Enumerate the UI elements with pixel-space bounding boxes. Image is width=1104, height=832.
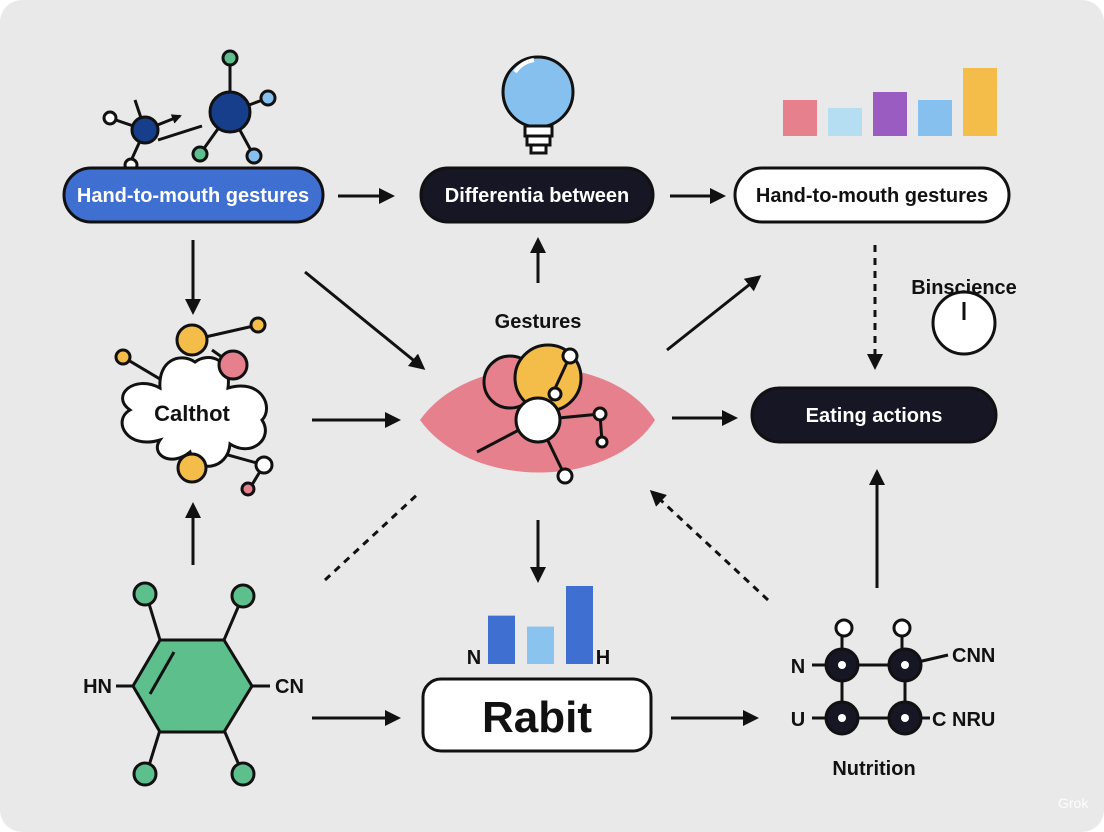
flow-arrows xyxy=(185,188,885,726)
bar xyxy=(963,68,997,136)
bar-chart-bottom-center xyxy=(488,586,593,664)
calthot-node: Calthot xyxy=(114,316,274,497)
hex-label-right: CN xyxy=(275,676,304,698)
nutrition-label: Nutrition xyxy=(832,758,915,780)
rabit-label: Rabit xyxy=(482,693,592,742)
bar-label-right: H xyxy=(596,647,610,669)
rabit-group: N H Rabit xyxy=(421,586,653,753)
bar-chart-top-right xyxy=(783,68,997,136)
rabit-box xyxy=(421,677,653,753)
pill-eating-actions: Eating actions xyxy=(750,386,998,444)
nutrition-molecule: N U CNN C NRU Nutrition xyxy=(791,618,995,780)
bar xyxy=(918,100,952,136)
bar xyxy=(828,108,862,136)
grid-label-right-bottom-prefix: C xyxy=(932,709,946,731)
pill-hand-to-mouth-left: Hand-to-mouth gestures xyxy=(62,166,325,224)
gestures-eye-node: Gestures xyxy=(420,311,655,485)
bar xyxy=(488,615,515,664)
pill-label: Differentia between xyxy=(445,185,629,207)
bar xyxy=(873,92,907,136)
center-label: Gestures xyxy=(495,311,582,333)
pill-differentia-between: Differentia between xyxy=(419,166,655,224)
timer-icon xyxy=(931,290,997,356)
node-label: Calthot xyxy=(154,401,230,426)
molecule-atoms xyxy=(102,49,277,173)
pill-label: Eating actions xyxy=(806,405,943,427)
pill-hand-to-mouth-right: Hand-to-mouth gestures xyxy=(733,166,1011,224)
bar xyxy=(783,100,817,136)
grid-label-right-bottom: NRU xyxy=(952,709,995,731)
arrow xyxy=(666,275,762,352)
watermark-text: Grok xyxy=(1058,795,1089,811)
dashed-line xyxy=(323,490,422,582)
grid-label-left-top: N xyxy=(791,656,805,678)
arrow xyxy=(304,270,426,370)
hexagon-molecule: HN CN xyxy=(83,581,304,787)
hex-label-left: HN xyxy=(83,676,112,698)
binscience-label: Binscience xyxy=(911,277,1017,299)
bar-label-left: N xyxy=(467,647,481,669)
grid-label-left-bottom: U xyxy=(791,709,805,731)
pill-label: Hand-to-mouth gestures xyxy=(756,185,988,207)
lightbulb-icon xyxy=(501,55,575,155)
grid-label-right-top: CNN xyxy=(952,645,995,667)
binscience-timer: Binscience xyxy=(911,277,1017,356)
pill-label: Hand-to-mouth gestures xyxy=(77,185,309,207)
dashed-arrow xyxy=(649,489,770,602)
bar xyxy=(527,626,554,664)
bar xyxy=(566,586,593,664)
